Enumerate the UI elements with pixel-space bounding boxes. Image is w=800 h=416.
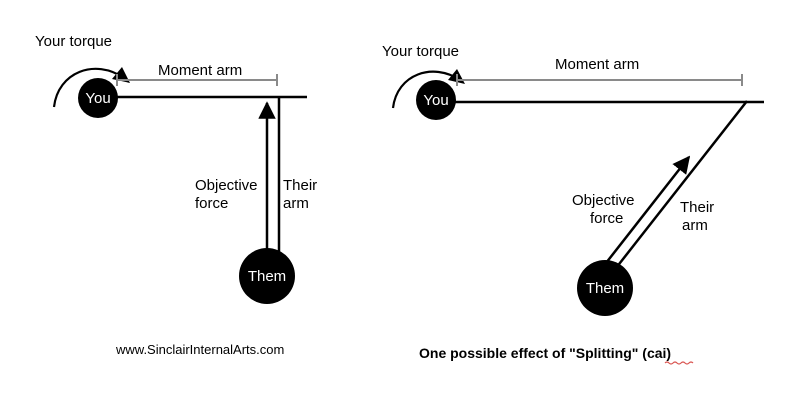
left-torque-arrow (52, 67, 125, 108)
left-moment-arm-label: Moment arm (158, 62, 242, 79)
right-arm-label-2: arm (682, 217, 708, 234)
left-arm-label-2: arm (283, 195, 309, 212)
right-them-node (577, 260, 633, 316)
spellcheck-underline (664, 361, 694, 365)
website-credit: www.SinclairInternalArts.com (115, 342, 284, 357)
right-you-label: You (423, 92, 448, 109)
right-arm-label-1: Their (680, 199, 714, 216)
left-force-label-2: force (195, 195, 228, 212)
left-arm-label-1: Their (283, 177, 317, 194)
left-torque-label: Your torque (35, 33, 112, 50)
right-diagram: Your torque Moment arm You Objective for… (382, 43, 764, 316)
right-torque-arrow (391, 70, 461, 109)
left-them-label: Them (248, 268, 286, 285)
right-them-label: Them (586, 280, 624, 297)
right-torque-label: Your torque (382, 43, 459, 60)
right-moment-arm-label: Moment arm (555, 56, 639, 73)
right-objective-force-arrow (605, 155, 691, 264)
caption-main: One possible effect of "Splitting" ( (419, 345, 647, 361)
caption: One possible effect of "Splitting" (cai) (419, 345, 671, 361)
left-you-label: You (85, 90, 110, 107)
caption-term: cai (647, 345, 666, 361)
left-force-label-1: Objective (195, 177, 258, 194)
right-force-label-2: force (590, 210, 623, 227)
right-their-arm-line (615, 100, 748, 269)
caption-end: ) (666, 345, 671, 361)
left-diagram: Your torque Moment arm You Objective for… (35, 33, 317, 304)
left-them-node (239, 248, 295, 304)
right-you-node (416, 80, 456, 120)
left-you-node (78, 78, 118, 118)
right-force-label-1: Objective (572, 192, 635, 209)
